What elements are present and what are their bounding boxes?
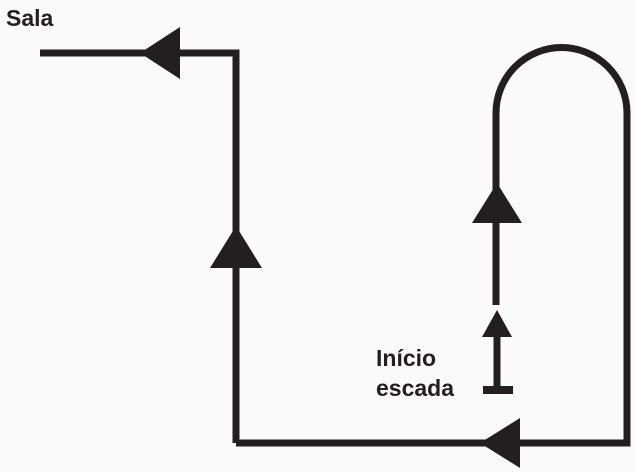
label-inicio: Início bbox=[376, 345, 436, 371]
arrow-left-bottom-icon bbox=[480, 418, 520, 468]
label-sala: Sala bbox=[6, 5, 54, 31]
path-top-segment bbox=[40, 49, 240, 443]
path-bottom-loop bbox=[236, 44, 631, 447]
arrow-up-start-icon bbox=[482, 310, 512, 337]
arrow-up-right-icon bbox=[472, 183, 522, 223]
arrow-up-left-icon bbox=[210, 226, 262, 268]
label-escada: escada bbox=[376, 375, 454, 401]
arrow-left-top-icon bbox=[140, 27, 180, 79]
start-bar bbox=[483, 386, 513, 394]
